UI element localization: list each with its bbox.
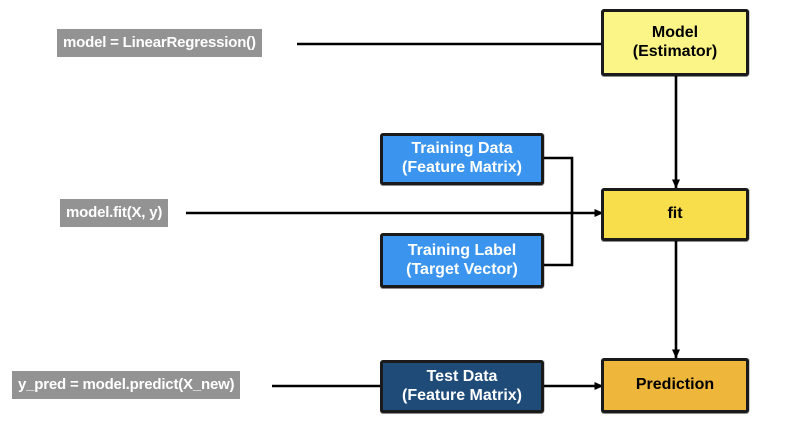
code-label-predict: y_pred = model.predict(X_new) — [12, 371, 241, 399]
node-training-data-line2: (Feature Matrix) — [401, 159, 523, 176]
edge-training-label-to-fit — [544, 213, 574, 267]
node-model-line1: Model — [651, 23, 699, 41]
edge-training-data-to-fit — [544, 156, 574, 213]
node-model-line2: (Estimator) — [632, 42, 718, 60]
node-fit-line1: fit — [667, 205, 683, 223]
node-test-data: Test Data (Feature Matrix) — [380, 360, 544, 413]
node-training-data-line1: Training Data — [411, 140, 513, 158]
node-prediction: Prediction — [601, 358, 749, 413]
node-training-label-line1: Training Label — [407, 241, 517, 259]
node-model-estimator: Model (Estimator) — [601, 9, 749, 76]
code-label-instantiate: model = LinearRegression() — [57, 29, 262, 57]
node-fit: fit — [601, 188, 749, 241]
node-training-data: Training Data (Feature Matrix) — [380, 133, 544, 185]
node-test-data-line2: (Feature Matrix) — [401, 386, 523, 404]
node-test-data-line1: Test Data — [426, 367, 498, 385]
node-training-label-line2: (Target Vector) — [406, 260, 518, 278]
node-prediction-line1: Prediction — [635, 376, 715, 394]
code-label-fit: model.fit(X, y) — [60, 199, 169, 227]
node-training-label: Training Label (Target Vector) — [380, 233, 544, 288]
